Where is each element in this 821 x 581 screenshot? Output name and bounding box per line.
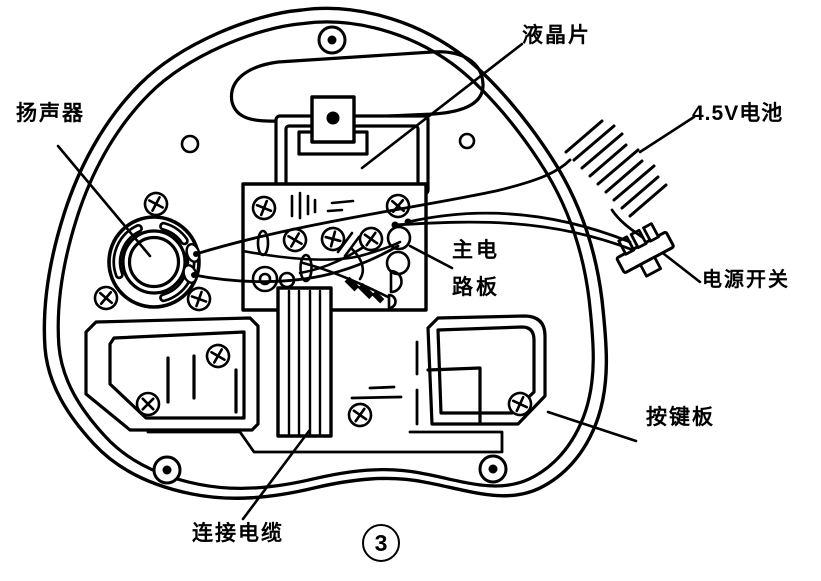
leader-main-board	[408, 244, 454, 270]
figure-number: 3	[374, 529, 388, 556]
leader-cable	[241, 429, 311, 521]
label-keypad: 按键板	[646, 406, 715, 429]
deck-details	[146, 340, 504, 454]
label-battery: 4.5V电池	[692, 102, 784, 125]
board-components	[251, 191, 412, 310]
lcd-panel	[274, 95, 430, 196]
label-power-switch: 电源开关	[702, 269, 790, 291]
board-diodes	[344, 276, 385, 304]
leader-speaker	[56, 144, 152, 258]
battery	[564, 119, 668, 218]
power-switch	[615, 222, 675, 278]
label-main-board: 主电 路板	[452, 232, 500, 306]
label-speaker: 扬声器	[16, 102, 85, 125]
wiring	[192, 158, 644, 284]
handle-cutout	[229, 50, 485, 123]
leader-lines	[56, 42, 702, 521]
leader-battery	[638, 115, 696, 154]
figure-number-badge: 3	[362, 524, 400, 562]
case-holes	[180, 132, 476, 154]
label-main-board-line1: 主电	[452, 239, 500, 262]
leader-keypad	[546, 410, 638, 443]
ribbon-cable	[276, 286, 333, 438]
leader-lcd	[360, 42, 524, 170]
label-lcd-panel: 液晶片	[522, 24, 591, 47]
keypad-plate-left	[84, 316, 260, 432]
speaker	[88, 187, 215, 316]
label-main-board-line2: 路板	[452, 276, 500, 299]
label-cable: 连接电缆	[192, 522, 284, 545]
leader-power-switch	[662, 252, 702, 284]
